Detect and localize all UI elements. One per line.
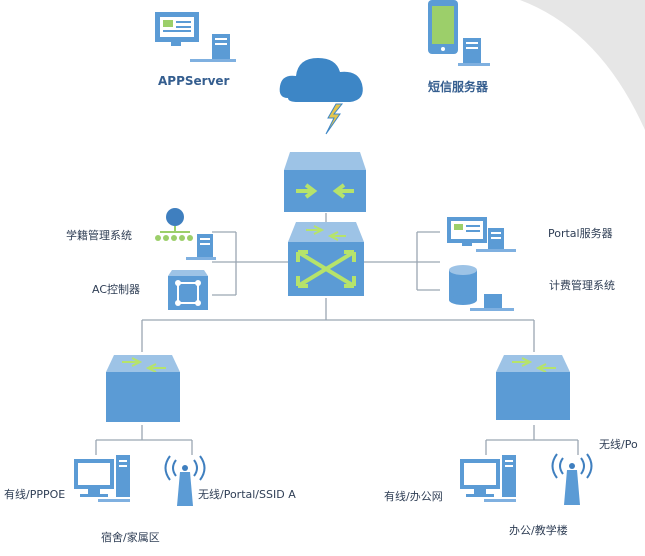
app-server-icon [155, 12, 236, 62]
background-shape [520, 0, 645, 130]
cloud-icon [279, 58, 363, 135]
sms-server-icon [428, 0, 490, 66]
ac-controller-icon [168, 270, 208, 310]
router-icon [284, 152, 366, 212]
left-switch-icon [106, 355, 180, 422]
left-wireless-label: 无线/Portal/SSID A [198, 488, 296, 501]
right-wireless-label: 无线/Po [599, 438, 638, 451]
student-system-label: 学籍管理系统 [66, 229, 132, 242]
connection-lines [95, 213, 579, 455]
right-area-label: 办公/教学楼 [509, 524, 568, 537]
portal-server-label: Portal服务器 [548, 227, 613, 240]
left-wired-label: 有线/PPPOE [4, 488, 66, 501]
database-icon [449, 265, 514, 311]
left-ap-icon [164, 455, 206, 506]
right-ap-icon [551, 453, 593, 505]
core-switch-icon [288, 222, 364, 296]
ac-controller-label: AC控制器 [92, 283, 141, 296]
right-switch-icon [496, 355, 570, 420]
billing-system-label: 计费管理系统 [549, 279, 615, 292]
app-server-label: APPServer [158, 74, 230, 88]
left-pc-icon [74, 455, 130, 502]
portal-server-icon [447, 217, 516, 252]
sms-server-label: 短信服务器 [428, 80, 489, 94]
student-system-icon [155, 208, 216, 260]
right-wired-label: 有线/办公网 [384, 490, 443, 503]
right-pc-icon [460, 455, 516, 502]
left-area-label: 宿舍/家属区 [101, 531, 160, 544]
